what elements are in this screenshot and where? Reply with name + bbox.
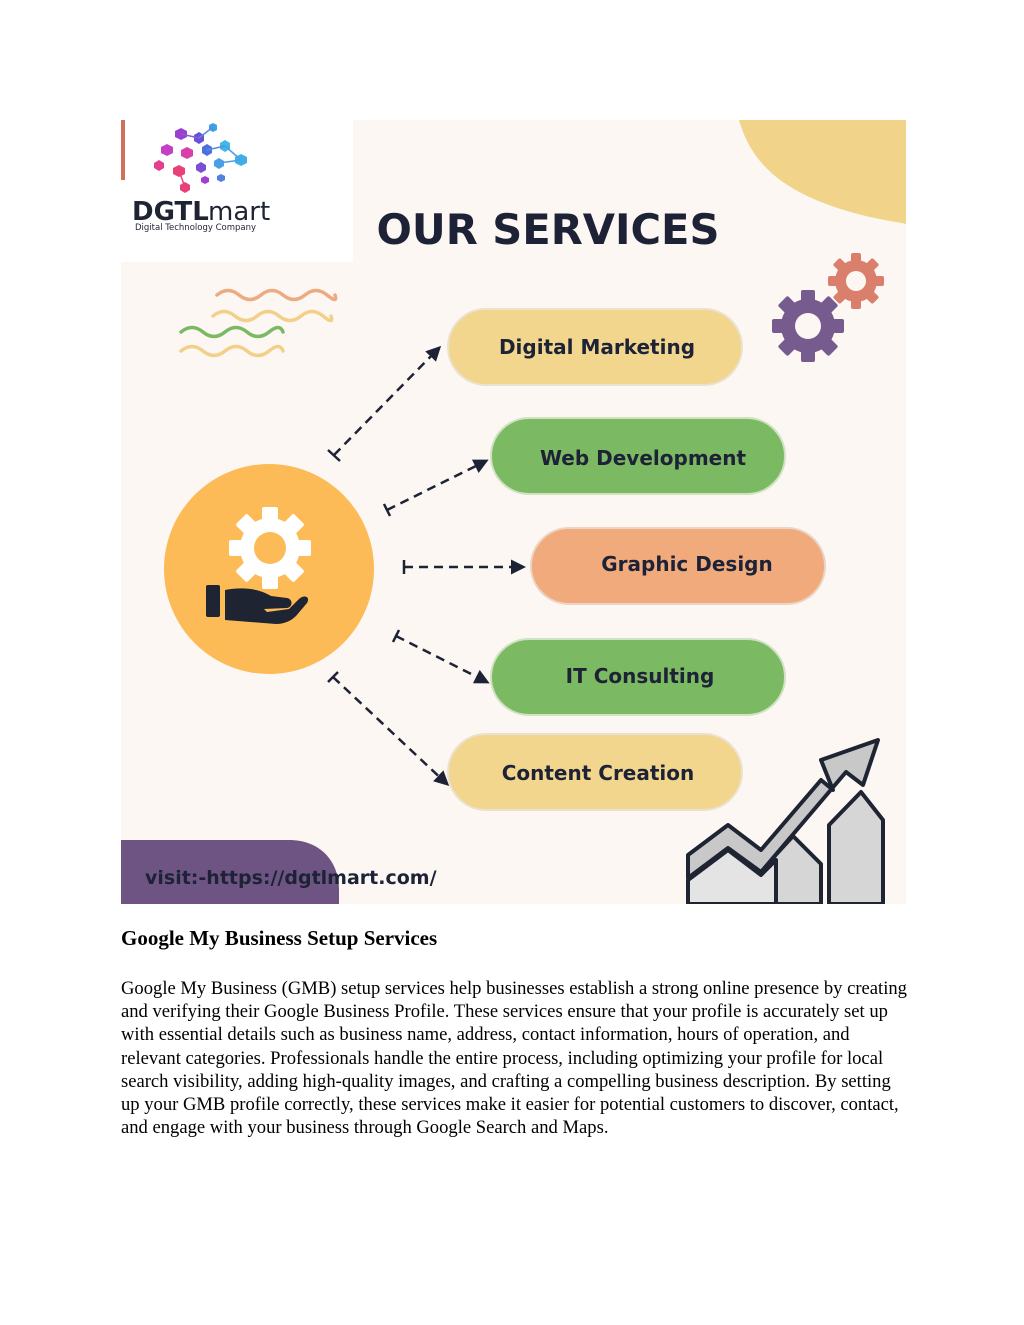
article-heading: Google My Business Setup Services — [121, 926, 438, 950]
logo-accent-bar — [121, 120, 125, 180]
service-digital-marketing: Digital Marketing — [447, 308, 743, 386]
connector-arrows — [332, 345, 526, 787]
arrow-tails — [327, 449, 406, 683]
service-label: Graphic Design — [601, 552, 772, 576]
gear-hand-icon — [164, 464, 374, 674]
service-label: Web Development — [540, 446, 747, 470]
service-content-creation: Content Creation — [447, 733, 743, 811]
gears-icon — [772, 253, 884, 362]
service-it-consulting: IT Consulting — [490, 638, 786, 716]
arrow-web-development — [386, 459, 489, 512]
article-body: Google My Business (GMB) setup services … — [121, 978, 907, 1139]
decorative-blob — [739, 120, 906, 224]
poster-graphic: DGTL mart Digital Technology Company OUR… — [121, 120, 906, 904]
footer-url: visit:-https://dgtlmart.com/ — [145, 867, 437, 889]
services-poster: DGTL mart Digital Technology Company OUR… — [121, 120, 906, 904]
service-label: Digital Marketing — [499, 335, 695, 359]
logo-brand-bold: DGTL — [132, 197, 209, 227]
arrow-digital-marketing — [333, 345, 442, 456]
logo-tagline: Digital Technology Company — [135, 223, 256, 233]
arrow-content-creation — [332, 676, 450, 787]
service-label: Content Creation — [502, 761, 695, 785]
service-graphic-design: Graphic Design — [530, 527, 826, 605]
service-web-development: Web Development — [490, 417, 786, 495]
growth-arrow-icon — [686, 738, 885, 904]
logo-brand-light: mart — [208, 197, 270, 227]
poster-title: OUR SERVICES — [377, 205, 720, 254]
wavy-lines-icon — [179, 288, 338, 358]
logo-panel — [121, 120, 353, 262]
molecule-icon — [154, 123, 247, 193]
logo: DGTL mart Digital Technology Company — [121, 120, 353, 262]
footer-bar — [121, 840, 339, 904]
service-label: IT Consulting — [566, 664, 715, 688]
arrow-it-consulting — [395, 634, 490, 684]
